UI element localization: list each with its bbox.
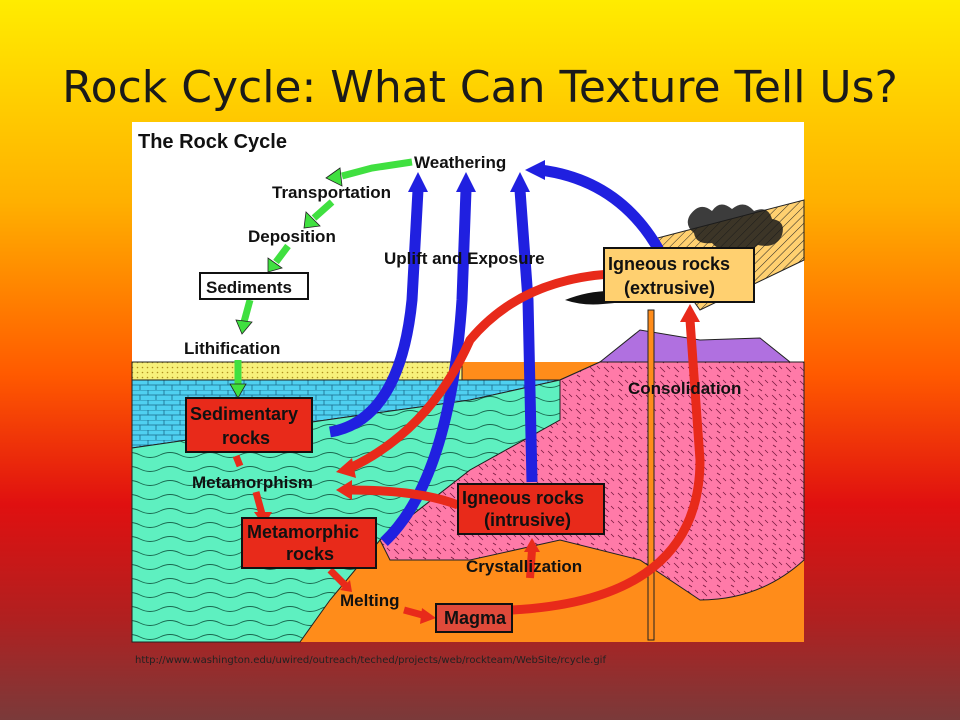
box-igneous-intrusive-line2: (intrusive) [484, 510, 571, 530]
box-igneous-extrusive [603, 247, 755, 303]
label-uplift: Uplift and Exposure [384, 249, 545, 268]
uplift-arrow-2-head [456, 172, 476, 192]
uplift-arrow-1-head [408, 172, 428, 192]
transportation-to-deposition-head [303, 211, 321, 229]
transportation-to-deposition-arrow [311, 199, 335, 221]
box-metamorphic-line2: rocks [286, 544, 334, 564]
box-igneous-intrusive [457, 483, 605, 535]
eruption-cloud [687, 204, 783, 251]
deposition-to-sediments-arrow [273, 243, 291, 265]
magma-conduit [647, 309, 655, 641]
label-crystallization: Crystallization [466, 557, 582, 576]
uplift-arrow-3-head [510, 172, 530, 192]
source-link[interactable]: http://www.washington.edu/uwired/outreac… [135, 655, 606, 666]
label-weathering: Weathering [414, 153, 506, 172]
magma-to-extrusive-arrow [511, 319, 705, 615]
weathering-to-transportation-arrow [341, 158, 413, 180]
igneous-to-metamorphism-head [336, 458, 356, 478]
label-consolidation: Consolidation [628, 379, 741, 398]
uplift-arrow-3 [514, 189, 538, 483]
metamorphic-to-melting-arrow [327, 567, 349, 589]
box-metamorphic-rocks [241, 517, 377, 569]
box-sediments-label: Sediments [206, 278, 292, 297]
box-sedimentary-line2: rocks [222, 428, 270, 448]
weathering-return-arrow [539, 164, 665, 255]
melting-to-magma-head [420, 608, 436, 624]
box-igneous-intrusive-line1: Igneous rocks [462, 488, 584, 508]
crystallization-arrow [526, 549, 536, 579]
intrusive-to-metamorphism-arrow [349, 485, 460, 510]
magma-to-extrusive-head [680, 304, 700, 322]
slide-title: Rock Cycle: What Can Texture Tell Us? [62, 62, 898, 113]
weathering-return-head [525, 160, 545, 180]
metamorphism-to-metamorphic-arrow [252, 491, 266, 515]
box-igneous-extrusive-line1: Igneous rocks [608, 254, 730, 274]
label-lithification: Lithification [184, 339, 280, 358]
box-sediments [199, 272, 309, 300]
box-magma [435, 603, 513, 633]
metamorphic-to-melting-head [340, 580, 352, 592]
label-melting: Melting [340, 591, 400, 610]
label-deposition: Deposition [248, 227, 336, 246]
igneous-to-metamorphism-arrow [348, 269, 611, 473]
sedimentary-to-metamorphism-arrow [232, 454, 244, 468]
sediment-layer [131, 361, 463, 381]
label-metamorphism: Metamorphism [192, 473, 313, 492]
box-sedimentary-line1: Sedimentary [190, 404, 298, 424]
sediments-to-lithification-head [235, 319, 253, 335]
uplift-arrow-2 [380, 189, 472, 547]
diagram-heading: The Rock Cycle [138, 131, 287, 153]
deposition-to-sediments-head [267, 257, 283, 273]
weathering-to-transportation-head [325, 167, 343, 187]
box-sedimentary-rocks [185, 397, 313, 453]
box-igneous-extrusive-line2: (extrusive) [624, 278, 715, 298]
box-magma-label: Magma [444, 608, 507, 628]
intrusive-to-metamorphism-head [336, 480, 352, 500]
lithification-to-sedimentary-head [229, 383, 247, 399]
box-metamorphic-line1: Metamorphic [247, 522, 359, 542]
uplift-arrow-1 [328, 189, 424, 438]
label-transportation: Transportation [272, 183, 391, 202]
sediments-to-lithification-arrow [240, 299, 254, 323]
crystallization-head [524, 538, 540, 552]
